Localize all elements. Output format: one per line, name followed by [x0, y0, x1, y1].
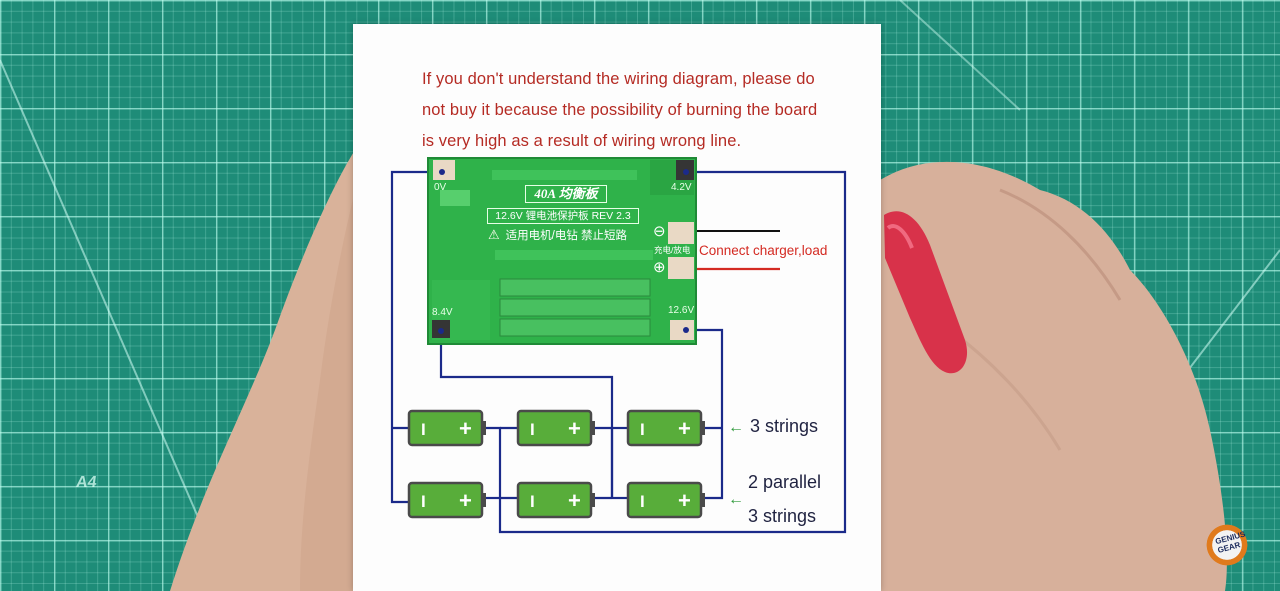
tap-label-8-4v: 8.4V	[432, 307, 453, 318]
battery-minus-sign: I	[421, 492, 426, 511]
tap-label-4-2v: 4.2V	[671, 182, 692, 193]
tap-label-0v: 0V	[434, 182, 447, 193]
gear-logo-icon	[1204, 522, 1250, 568]
pad-12-6v	[670, 320, 694, 340]
battery-cells: I+I+I+I+I+I+	[407, 409, 705, 519]
wire-12-6v	[686, 328, 724, 500]
pad-plus	[668, 257, 694, 279]
board-brand: 40A 均衡板	[525, 185, 607, 203]
mosfet-blocks	[499, 278, 651, 337]
battery-icon: I+	[516, 409, 595, 447]
wire-4-2v	[498, 170, 847, 534]
warning-triangle-icon: ⚠	[488, 227, 500, 242]
wire-link-b	[594, 426, 614, 498]
battery-plus-sign: +	[678, 488, 691, 513]
battery-plus-sign: +	[568, 488, 581, 513]
battery-icon: I+	[407, 481, 486, 519]
warning-line-3: is very high as a result of wiring wrong…	[422, 132, 742, 150]
battery-icon: I+	[626, 481, 705, 519]
wiring-warning-text: If you don't understand the wiring diagr…	[422, 64, 862, 157]
left-arrow-icon: ←	[728, 491, 744, 508]
terminal-minus-symbol: ⊖	[653, 223, 666, 240]
warning-line-2: not buy it because the possibility of bu…	[422, 101, 818, 119]
battery-minus-sign: I	[530, 492, 535, 511]
label-3-strings-text: 3 strings	[750, 416, 819, 436]
wires	[390, 170, 847, 534]
battery-minus-sign: I	[640, 492, 645, 511]
board-model: 12.6V 锂电池保护板 REV 2.3	[487, 208, 639, 224]
battery-minus-sign: I	[530, 420, 535, 439]
wire-link-a	[484, 426, 502, 498]
label-2-parallel: 2 parallel	[748, 472, 822, 492]
tap-label-12-6v: 12.6V	[668, 305, 695, 316]
label-3-strings: ← 3 strings	[728, 416, 818, 437]
battery-icon: I+	[516, 481, 595, 519]
board-caution-text: 适用电机/电钻 禁止短路	[505, 230, 628, 242]
battery-icon: I+	[626, 409, 705, 447]
wire-0v	[390, 170, 444, 504]
battery-plus-sign: +	[678, 416, 691, 441]
battery-plus-sign: +	[568, 416, 581, 441]
warning-line-1: If you don't understand the wiring diagr…	[422, 70, 815, 88]
battery-plus-sign: +	[459, 416, 472, 441]
battery-icon: I+	[407, 409, 486, 447]
left-arrow-icon: ←	[728, 419, 744, 436]
label-3-strings-bottom: 3 strings	[748, 506, 817, 526]
pad-minus	[668, 222, 694, 244]
red-pliers-handle	[884, 211, 968, 374]
board-caution: ⚠ 适用电机/电钻 禁止短路	[488, 227, 627, 243]
terminal-plus-symbol: ⊕	[653, 259, 666, 276]
bms-board	[427, 157, 697, 345]
connect-charger-load-label: Connect charger,load	[699, 243, 828, 258]
battery-plus-sign: +	[459, 488, 472, 513]
terminal-caption: 充电/放电	[654, 245, 691, 255]
battery-minus-sign: I	[421, 420, 426, 439]
battery-minus-sign: I	[640, 420, 645, 439]
right-hand	[880, 161, 1227, 591]
